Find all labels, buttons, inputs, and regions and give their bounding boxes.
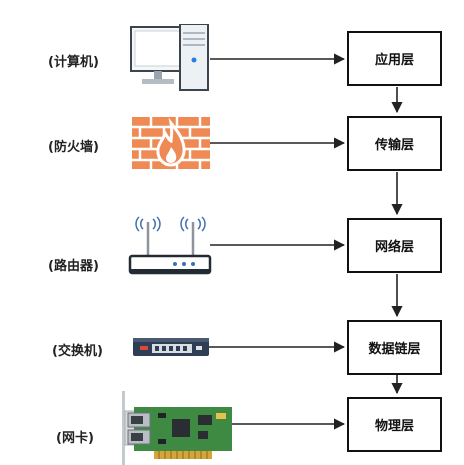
layer-network: 网络层: [347, 218, 442, 273]
switch-icon: [133, 338, 209, 356]
layer-transport: 传输层: [347, 116, 442, 171]
label-router: (路由器): [48, 259, 99, 274]
label-nic: (网卡): [56, 431, 94, 446]
label-switch: (交换机): [52, 344, 103, 359]
router-icon: [128, 216, 212, 275]
nic-icon: [122, 391, 232, 465]
computer-icon: [130, 24, 209, 91]
layer-application: 应用层: [347, 31, 442, 86]
label-firewall: (防火墙): [48, 140, 99, 155]
firewall-icon: [132, 117, 210, 169]
layer-physical: 物理层: [347, 397, 442, 452]
label-computer: (计算机): [48, 55, 99, 70]
layer-datalink: 数据链层: [347, 320, 442, 375]
